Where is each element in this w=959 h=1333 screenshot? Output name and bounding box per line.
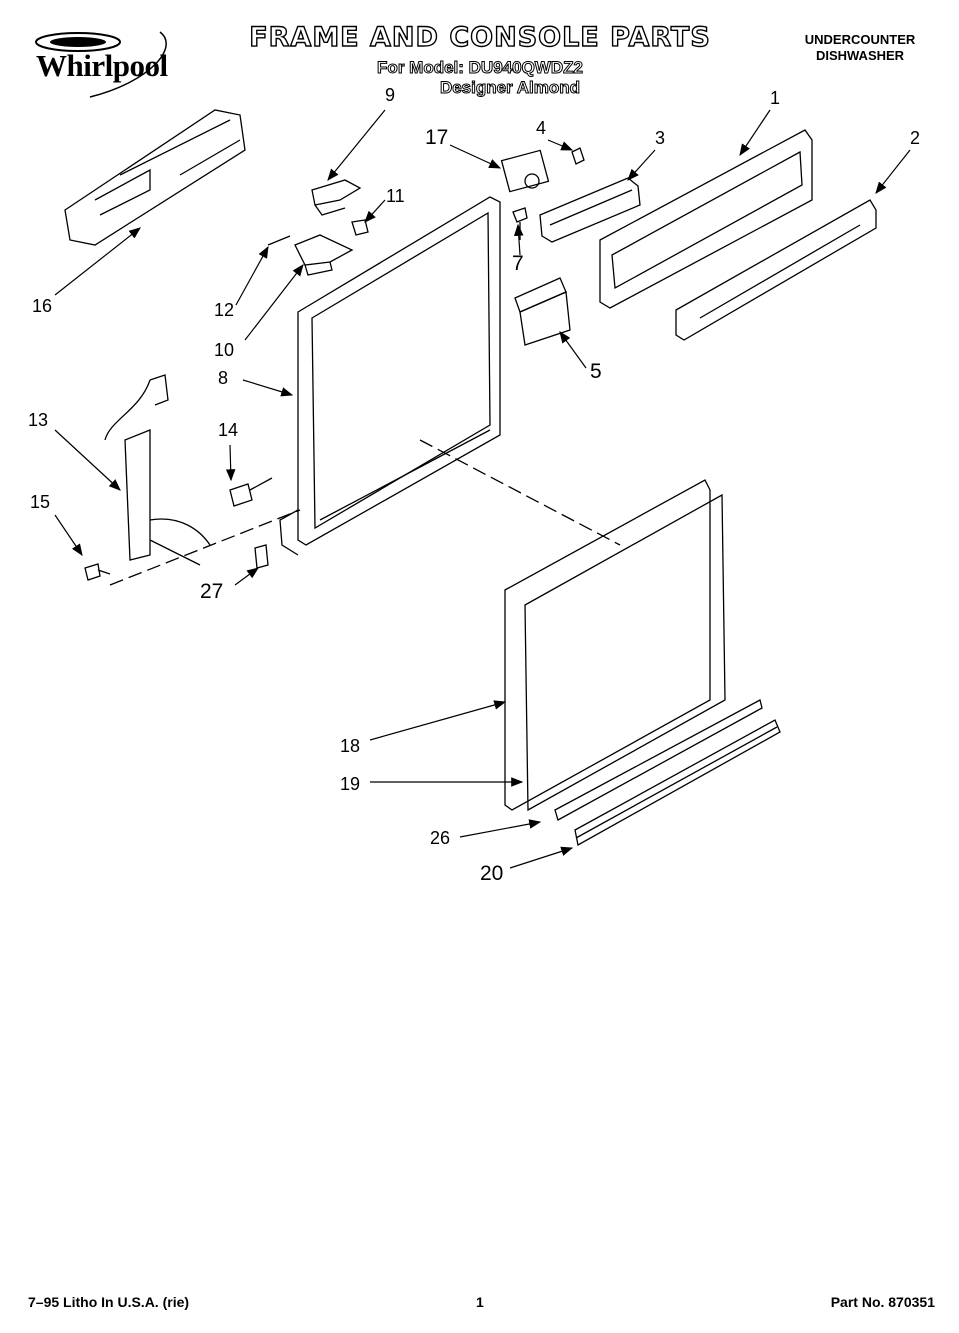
callout-15: 15	[30, 492, 51, 512]
callout-9: 9	[385, 85, 396, 105]
callout-14: 14	[218, 420, 239, 440]
callout-3: 3	[655, 128, 666, 148]
product-type: UNDERCOUNTER DISHWASHER	[770, 32, 950, 64]
callout-12: 12	[214, 300, 235, 320]
whirlpool-swirl-icon	[35, 31, 167, 98]
callout-26: 26	[430, 828, 451, 848]
callout-18: 18	[340, 736, 361, 756]
callout-27: 27	[200, 580, 224, 603]
whirlpool-logo: Whirlpool	[30, 22, 200, 102]
part-number: Part No. 870351	[830, 1294, 935, 1310]
page-number: 1	[476, 1294, 484, 1310]
part-1-console-panel	[599, 129, 813, 309]
callout-7: 7	[512, 252, 524, 275]
part-18-19-door-panel	[504, 479, 726, 812]
part-17-timer	[500, 149, 550, 193]
part-9-door-latch	[311, 179, 362, 216]
callout-5: 5	[590, 360, 602, 383]
part-4-clip	[571, 147, 585, 165]
callout-10: 10	[214, 340, 235, 360]
callout-19: 19	[340, 774, 361, 794]
callout-8: 8	[218, 368, 229, 388]
callout-4: 4	[536, 118, 547, 138]
part-3-switch-block	[539, 177, 641, 243]
product-line-2: DISHWASHER	[815, 48, 905, 63]
product-line-1: UNDERCOUNTER	[804, 32, 916, 47]
callout-16: 16	[32, 296, 53, 316]
callout-1: 1	[770, 88, 781, 108]
part-27-bumper	[254, 544, 269, 569]
callout-11: 11	[386, 186, 405, 206]
page-title: FRAME AND CONSOLE PARTS	[248, 21, 711, 53]
part-26-trim-strip	[554, 699, 763, 821]
part-7-screw	[512, 207, 528, 240]
callout-13: 13	[28, 410, 49, 430]
part-15-screw	[84, 563, 111, 581]
part-5-buttons	[514, 277, 571, 346]
part-14-connector	[229, 477, 273, 507]
brand-logotype: Whirlpool	[36, 48, 168, 83]
part-10-latch-housing	[294, 234, 354, 276]
model-number: For Model: DU940QWDZ2	[377, 58, 584, 78]
part-2-trim-strip	[675, 199, 877, 341]
callout-20: 20	[480, 862, 504, 885]
litho-note: 7–95 Litho In U.S.A. (rie)	[28, 1294, 190, 1310]
color-name: Designer Almond	[439, 78, 581, 98]
part-11-switch	[351, 219, 369, 236]
callout-17: 17	[425, 126, 449, 149]
callout-2: 2	[910, 128, 921, 148]
part-20-kick-plate	[574, 719, 781, 847]
part-8-door-frame	[279, 196, 501, 556]
part-12-pin	[267, 235, 291, 246]
part-16-vent-duct	[64, 109, 246, 246]
part-13-wire-harness	[104, 374, 211, 566]
